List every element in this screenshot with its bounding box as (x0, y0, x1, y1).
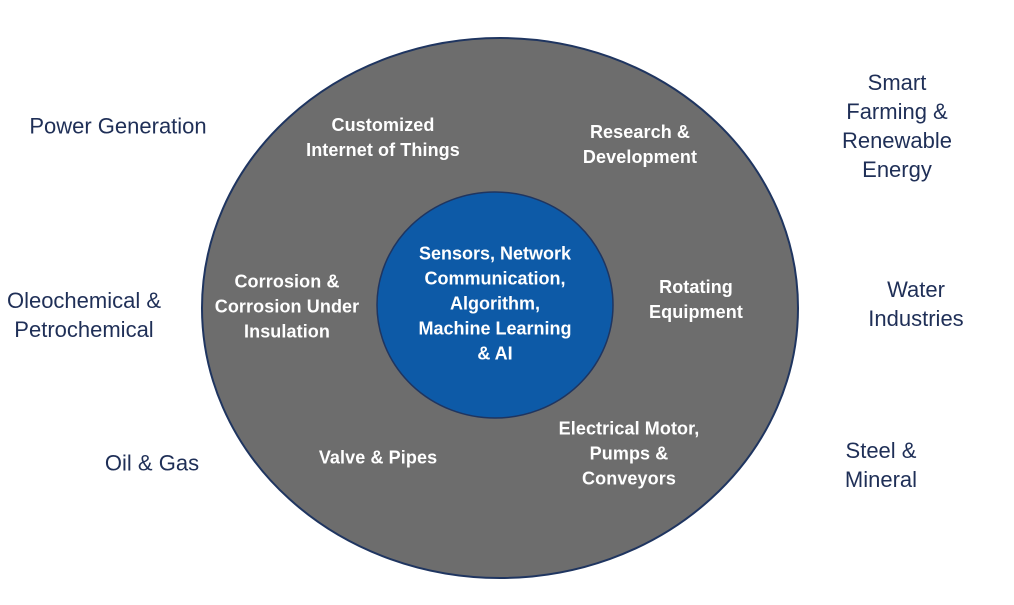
segment-corrosion: Corrosion & Corrosion Under Insulation (214, 271, 360, 342)
segment-electrical-motor: Electrical Motor, Pumps & Conveyors (558, 418, 700, 489)
industry-power-generation: Power Generation (29, 113, 207, 139)
industry-smart-farming-renewable: Smart Farming & Renewable Energy (841, 70, 953, 182)
segment-valve-pipes: Valve & Pipes (318, 447, 438, 468)
segment-customized-iot: Customized Internet of Things (306, 115, 460, 160)
core-label: Sensors, Network Communication, Algorith… (418, 243, 572, 364)
core-circle (376, 191, 614, 419)
industry-water: Water Industries (868, 277, 964, 331)
industry-oleochemical-petrochemical: Oleochemical & Petrochemical (6, 288, 162, 342)
industry-steel-mineral: Steel & Mineral (844, 438, 918, 492)
industry-oil-gas: Oil & Gas (104, 450, 200, 476)
segment-research-development: Research & Development (582, 122, 698, 167)
segment-rotating-equipment: Rotating Equipment (649, 277, 743, 322)
